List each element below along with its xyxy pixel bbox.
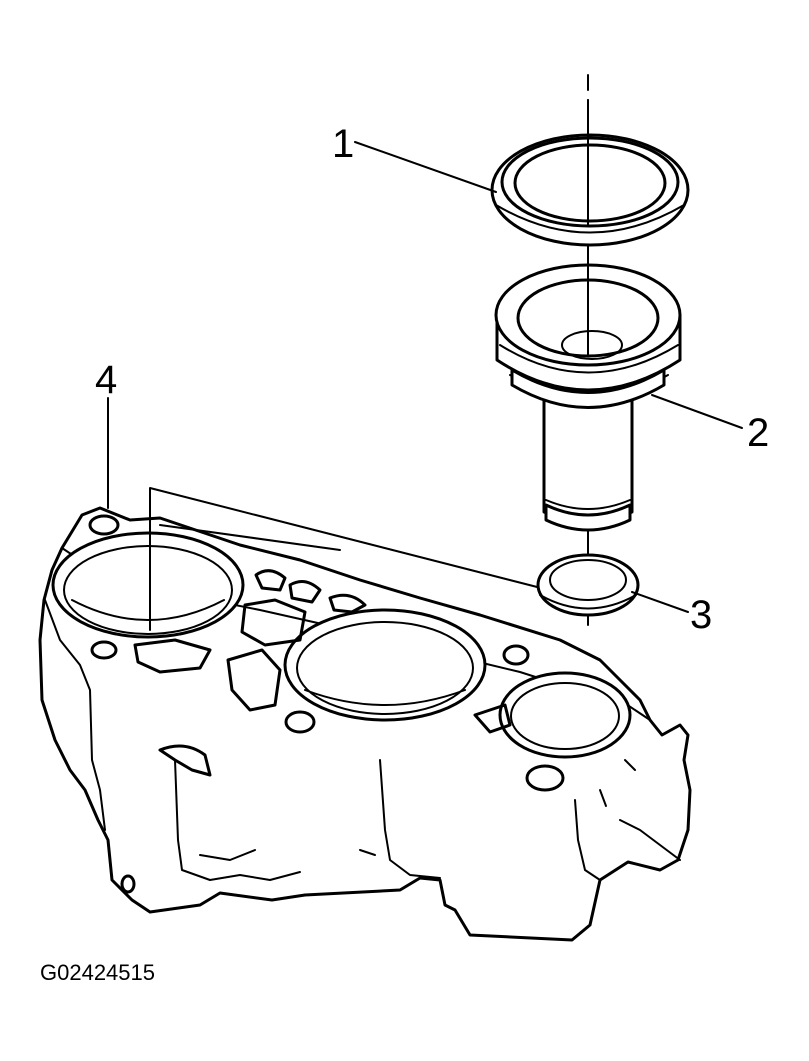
callout-1-label: 1 [332,122,354,166]
callout-2-label: 2 [747,411,769,455]
seal-ring-part [490,99,690,247]
callout-3-label: 3 [690,593,712,637]
callout-leaders [107,141,743,613]
figure-code: G02424515 [40,960,155,985]
o-ring-part [536,553,640,617]
insert-part [494,263,682,532]
housing-body [38,506,692,942]
callout-4-label: 4 [95,358,117,402]
